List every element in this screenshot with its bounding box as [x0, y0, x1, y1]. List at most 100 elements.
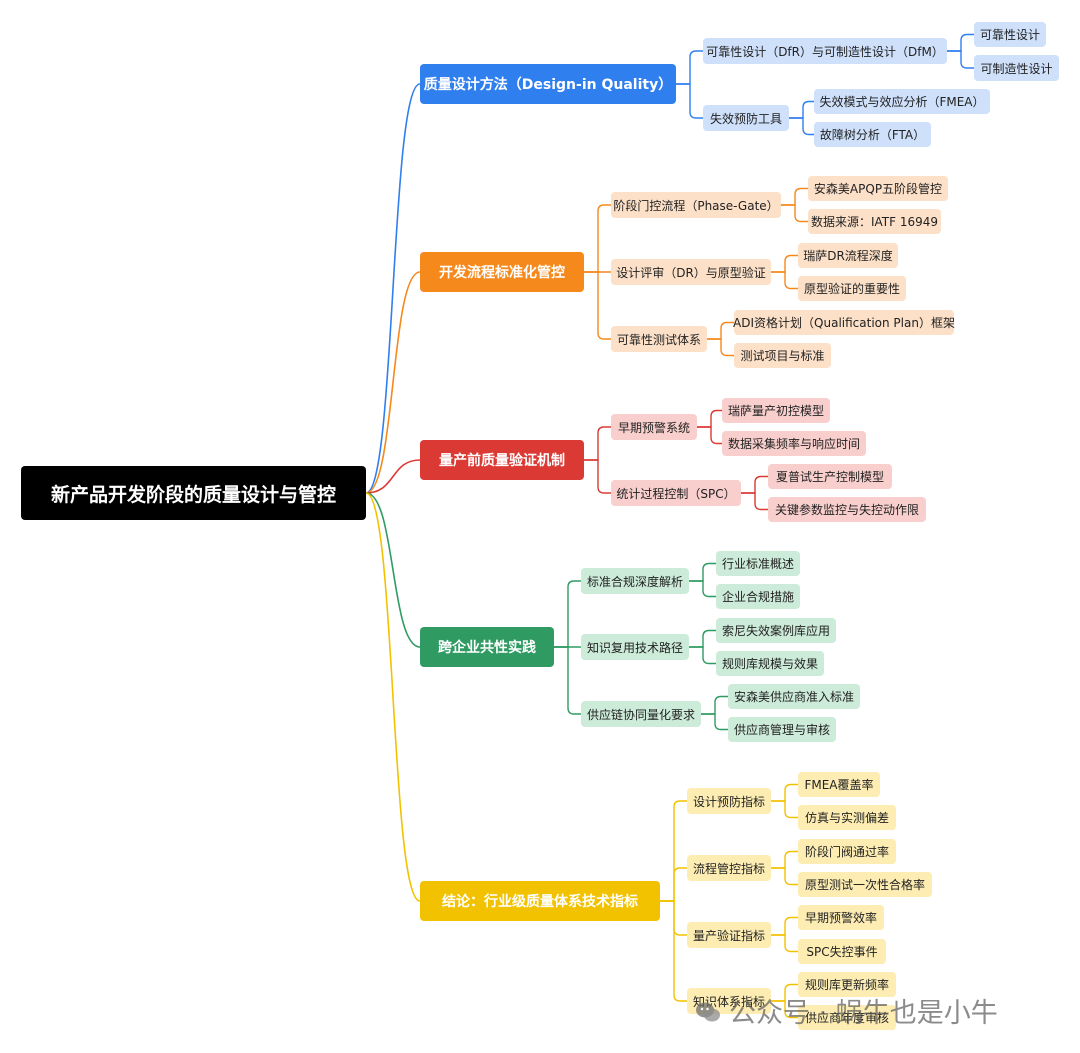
sub-3-1-to-leaf-1	[689, 646, 716, 665]
branch-conclusion-metrics[interactable]: 结论：行业级质量体系技术指标	[420, 881, 660, 921]
sub-0-1-to-leaf-0	[789, 100, 814, 119]
leaf-renesas-initial-control[interactable]: 瑞萨量产初控模型	[722, 398, 830, 423]
sub-design-review[interactable]: 设计评审（DR）与原型验证	[611, 259, 771, 285]
sub-1-2-to-leaf-0	[707, 321, 734, 340]
root-to-branch-1	[365, 271, 421, 494]
leaf-spc-out-of-control[interactable]: SPC失控事件	[798, 939, 886, 964]
watermark: 公众号 · 蜗牛也是小牛	[695, 990, 1075, 1030]
sub-label: 标准合规深度解析	[586, 574, 683, 589]
leaf-supplier-annual-audit[interactable]: 供应商年度审核	[798, 1005, 896, 1030]
sub-2-1-to-leaf-1	[741, 492, 768, 511]
leaf-early-warning-efficiency[interactable]: 早期预警效率	[798, 905, 884, 930]
leaf-rule-library-scale[interactable]: 规则库规模与效果	[716, 651, 824, 676]
sub-knowledge-reuse[interactable]: 知识复用技术路径	[581, 634, 689, 660]
branch-label: 量产前质量验证机制	[439, 453, 565, 469]
leaf-onsemi-apqp[interactable]: 安森美APQP五阶段管控	[808, 176, 948, 201]
branch-1-to-sub-2	[584, 271, 611, 340]
branch-0-to-sub-0	[676, 50, 703, 85]
branch-4-to-sub-3	[660, 900, 687, 1002]
leaf-data-frequency[interactable]: 数据采集频率与响应时间	[722, 431, 866, 456]
leaf-label: 数据来源：IATF 16949	[810, 215, 939, 229]
sub-supply-chain-collab[interactable]: 供应链协同量化要求	[581, 701, 701, 727]
leaf-label: 规则库更新频率	[804, 978, 889, 992]
leaf-key-parameter-monitoring[interactable]: 关键参数监控与失控动作限	[768, 497, 926, 522]
sub-1-1-to-leaf-0	[771, 254, 798, 273]
sub-4-1-to-leaf-1	[771, 867, 798, 886]
branch-4-to-sub-1	[660, 867, 687, 902]
branch-preproduction-validation[interactable]: 量产前质量验证机制	[420, 440, 584, 480]
leaf-label: 索尼失效案例库应用	[721, 624, 830, 638]
branch-design-in-quality[interactable]: 质量设计方法（Design-in Quality）	[420, 64, 676, 104]
sub-spc[interactable]: 统计过程控制（SPC）	[611, 480, 741, 506]
leaf-onsemi-supplier-admission[interactable]: 安森美供应商准入标准	[728, 684, 860, 709]
branch-cross-enterprise-practice[interactable]: 跨企业共性实践	[420, 627, 554, 667]
branch-3-to-sub-0	[554, 580, 581, 648]
leaf-sony-failure-library[interactable]: 索尼失效案例库应用	[716, 618, 836, 643]
sub-standard-compliance[interactable]: 标准合规深度解析	[581, 568, 689, 594]
root-node[interactable]: 新产品开发阶段的质量设计与管控	[21, 466, 366, 520]
sub-process-control-metrics[interactable]: 流程管控指标	[687, 855, 771, 881]
leaf-label: 企业合规措施	[721, 590, 794, 604]
sub-3-2-to-leaf-1	[701, 713, 728, 731]
leaf-manufacturability-design[interactable]: 可制造性设计	[974, 55, 1059, 81]
leaf-label: 安森美APQP五阶段管控	[813, 182, 943, 196]
branch-0-to-sub-1	[676, 83, 703, 119]
leaf-renesas-dr[interactable]: 瑞萨DR流程深度	[798, 243, 898, 268]
sub-0-0-to-leaf-0	[947, 33, 974, 52]
sub-label: 可靠性测试体系	[616, 332, 701, 347]
leaf-industry-standards[interactable]: 行业标准概述	[716, 551, 800, 576]
branch-process-standardization[interactable]: 开发流程标准化管控	[420, 252, 584, 292]
leaf-rule-update-frequency[interactable]: 规则库更新频率	[798, 972, 896, 997]
leaf-label: 行业标准概述	[721, 557, 794, 571]
sub-4-1-to-leaf-0	[771, 850, 798, 869]
branch-3-to-sub-2	[554, 646, 581, 715]
sub-4-3-to-leaf-1	[771, 1000, 798, 1019]
branch-label: 质量设计方法（Design-in Quality）	[423, 77, 673, 93]
sub-label: 统计过程控制（SPC）	[616, 486, 736, 501]
sub-label: 量产验证指标	[692, 928, 765, 943]
leaf-supplier-management[interactable]: 供应商管理与审核	[728, 717, 836, 742]
leaf-label: 原型验证的重要性	[803, 282, 900, 296]
sub-1-0-to-leaf-1	[781, 204, 808, 223]
leaf-iatf-source[interactable]: 数据来源：IATF 16949	[808, 209, 941, 234]
leaf-label: FMEA覆盖率	[804, 778, 874, 792]
leaf-fta[interactable]: 故障树分析（FTA）	[814, 122, 931, 147]
leaf-first-pass-yield[interactable]: 原型测试一次性合格率	[798, 872, 932, 897]
sub-reliability-testing[interactable]: 可靠性测试体系	[611, 326, 707, 352]
sub-3-2-to-leaf-0	[701, 695, 728, 715]
leaf-simulation-deviation[interactable]: 仿真与实测偏差	[798, 805, 896, 830]
leaf-label: 供应商年度审核	[804, 1011, 889, 1025]
branch-2-to-sub-0	[584, 426, 611, 461]
leaf-fmea[interactable]: 失效模式与效应分析（FMEA）	[814, 89, 990, 114]
leaf-label: 测试项目与标准	[740, 349, 825, 363]
leaf-sharp-trial-production[interactable]: 夏普试生产控制模型	[768, 464, 892, 489]
root-to-branch-2	[365, 459, 421, 494]
sub-dfr-dfm[interactable]: 可靠性设计（DfR）与可制造性设计（DfM）	[703, 38, 947, 64]
leaf-label: 阶段门阀通过率	[804, 845, 889, 859]
sub-mass-production-metrics[interactable]: 量产验证指标	[687, 922, 771, 948]
leaf-label: 可靠性设计	[979, 28, 1040, 42]
sub-design-prevention-metrics[interactable]: 设计预防指标	[687, 788, 771, 814]
leaf-label: 可制造性设计	[980, 61, 1053, 76]
leaf-label: ADI资格计划（Qualification Plan）框架	[733, 316, 955, 330]
sub-phase-gate[interactable]: 阶段门控流程（Phase-Gate）	[611, 192, 781, 218]
leaf-fmea-coverage[interactable]: FMEA覆盖率	[798, 772, 880, 797]
leaf-adi-qualification-plan[interactable]: ADI资格计划（Qualification Plan）框架	[733, 310, 955, 335]
leaf-prototype-importance[interactable]: 原型验证的重要性	[798, 276, 906, 301]
sub-failure-prevention-tools[interactable]: 失效预防工具	[703, 105, 789, 131]
sub-1-0-to-leaf-0	[781, 187, 808, 206]
leaf-label: 瑞萨量产初控模型	[727, 404, 824, 418]
sub-1-2-to-leaf-1	[707, 338, 734, 357]
sub-label: 知识复用技术路径	[586, 640, 683, 655]
sub-early-warning[interactable]: 早期预警系统	[611, 414, 697, 440]
leaf-test-items-standards[interactable]: 测试项目与标准	[734, 343, 831, 368]
leaf-reliability-design[interactable]: 可靠性设计	[974, 22, 1046, 47]
sub-4-2-to-leaf-1	[771, 934, 798, 953]
leaf-enterprise-compliance[interactable]: 企业合规措施	[716, 584, 800, 609]
leaf-label: 规则库规模与效果	[721, 657, 818, 671]
root-to-branch-3	[365, 492, 421, 648]
sub-label: 供应链协同量化要求	[586, 707, 695, 722]
sub-label: 设计预防指标	[692, 794, 765, 809]
leaf-gate-pass-rate[interactable]: 阶段门阀通过率	[798, 839, 896, 864]
